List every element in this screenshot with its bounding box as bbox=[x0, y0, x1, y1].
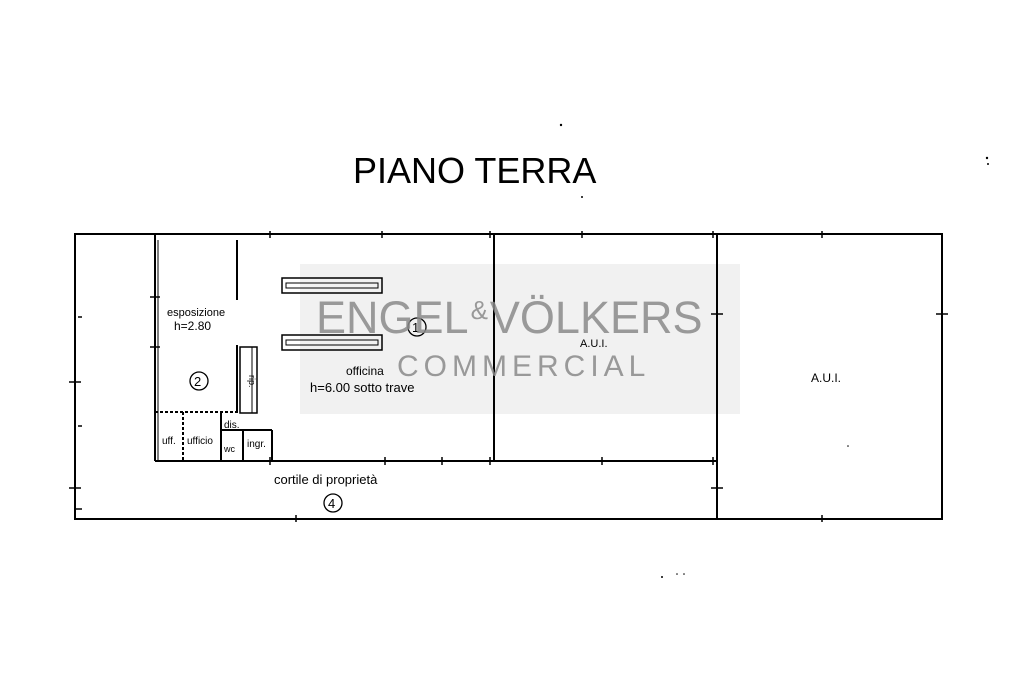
room-ingr: ingr. bbox=[247, 439, 266, 450]
service-pit-bottom-inner bbox=[285, 339, 379, 346]
rip-room bbox=[239, 346, 258, 414]
outer-wall bbox=[74, 233, 943, 520]
service-pits bbox=[281, 277, 383, 351]
room-esposizione-height: h=2.80 bbox=[174, 319, 211, 333]
room-wc: wc bbox=[223, 444, 235, 454]
room-dis: dis. bbox=[224, 420, 240, 431]
service-pit-top bbox=[281, 277, 383, 294]
watermark-panel bbox=[300, 264, 740, 414]
watermark-brand-left: ENGEL bbox=[316, 292, 469, 343]
service-pit-top-inner bbox=[285, 282, 379, 289]
plan-title: PIANO TERRA bbox=[353, 150, 596, 191]
room-officina-height: h=6.00 sotto trave bbox=[310, 380, 414, 395]
watermark-brand: ENGEL&VÖLKERS bbox=[316, 292, 703, 344]
service-pit-bottom bbox=[281, 334, 383, 351]
area-cortile-name: cortile di proprietà bbox=[274, 472, 378, 487]
column-ticks bbox=[69, 231, 948, 522]
room-number-2-circle bbox=[189, 371, 209, 391]
room-number-1-circle bbox=[407, 317, 427, 337]
room-aui-right: A.U.I. bbox=[811, 371, 841, 385]
watermark-ampersand: & bbox=[470, 295, 488, 325]
area-number-4-circle bbox=[323, 493, 343, 513]
room-esposizione-name: esposizione bbox=[167, 307, 225, 319]
room-aui-middle: A.U.I. bbox=[580, 338, 608, 350]
room-rip: rip. bbox=[247, 375, 257, 388]
scan-specks bbox=[559, 123, 989, 578]
room-number-1: 1 bbox=[412, 320, 419, 335]
walls bbox=[74, 233, 943, 520]
watermark-subtitle: COMMERCIAL bbox=[397, 350, 651, 383]
room-ufficio: ufficio bbox=[187, 436, 213, 447]
room-number-2: 2 bbox=[194, 374, 201, 389]
room-uff: uff. bbox=[162, 436, 176, 447]
watermark-brand-right: VÖLKERS bbox=[489, 292, 703, 343]
room-officina-name: officina bbox=[346, 364, 384, 378]
area-number-4: 4 bbox=[328, 496, 335, 511]
